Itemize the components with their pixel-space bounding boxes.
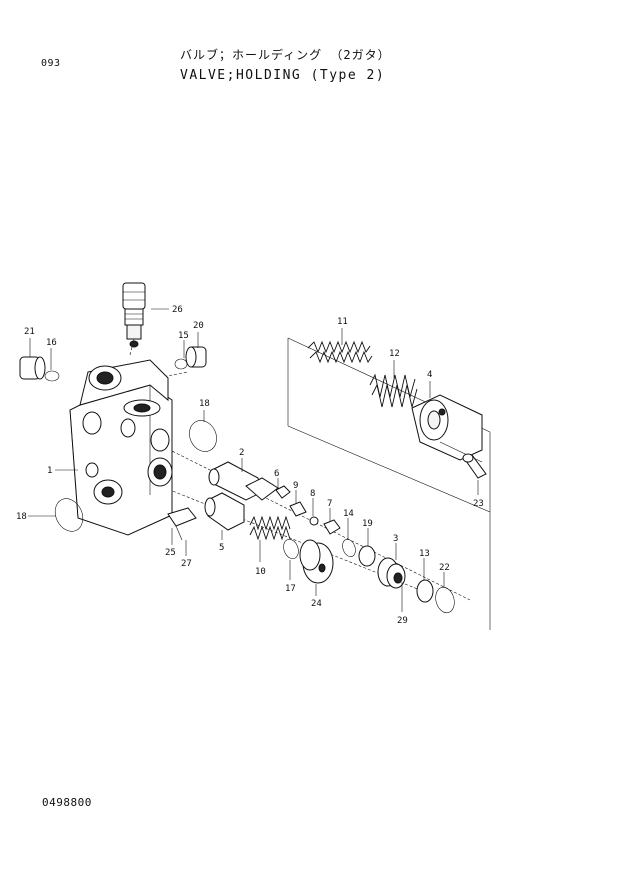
o-ring-part-18-lower bbox=[54, 498, 84, 532]
spring-part-10 bbox=[249, 515, 291, 541]
title-english: VALVE;HOLDING (Type 2) bbox=[180, 68, 386, 83]
callout-24: 24 bbox=[311, 599, 322, 609]
callout-4: 4 bbox=[427, 370, 432, 380]
callout-9: 9 bbox=[293, 481, 298, 491]
callout-15: 15 bbox=[178, 331, 189, 341]
callout-23: 21 bbox=[24, 327, 35, 337]
o-ring-part-17 bbox=[283, 539, 299, 559]
plug-part-22 bbox=[174, 346, 207, 370]
cover-part-4 bbox=[411, 394, 483, 463]
callout-3: 3 bbox=[393, 534, 398, 544]
spring-part-12 bbox=[369, 373, 418, 408]
o-ring-part-14 bbox=[342, 538, 356, 558]
washer-part-13 bbox=[416, 579, 434, 603]
plug-part-24 bbox=[299, 539, 334, 584]
small-parts-6-9-8-7 bbox=[275, 485, 341, 535]
page-code: 093 bbox=[41, 58, 61, 69]
callout-20: 19 bbox=[362, 519, 373, 529]
valve-body-part-1 bbox=[69, 359, 173, 536]
o-ring-part-19 bbox=[435, 586, 455, 614]
poppet-part-2 bbox=[208, 461, 279, 501]
callout-16: 16 bbox=[46, 338, 57, 348]
spool-part-5 bbox=[204, 492, 245, 531]
callout-27: 26 bbox=[172, 305, 183, 315]
callout-leaders bbox=[28, 308, 479, 612]
callout-18-lower: 18 bbox=[16, 512, 27, 522]
cartridge-part-27 bbox=[122, 282, 146, 348]
callout-19: 22 bbox=[439, 563, 450, 573]
plug-part-3 bbox=[377, 557, 406, 589]
callout-6: 6 bbox=[274, 469, 279, 479]
spring-part-11 bbox=[307, 340, 373, 364]
o-ring-part-18-upper bbox=[189, 420, 217, 452]
callout-22: 20 bbox=[193, 321, 204, 331]
callout-17: 17 bbox=[285, 584, 296, 594]
callout-26: 27 bbox=[181, 559, 192, 569]
callout-14: 14 bbox=[343, 509, 354, 519]
callout-21: 23 bbox=[473, 499, 484, 509]
title-japanese: バルブ；ホールディング （2ガタ） bbox=[180, 48, 391, 62]
plug-part-23 bbox=[19, 356, 60, 382]
callout-18-upper: 18 bbox=[199, 399, 210, 409]
assembly-guide-lines bbox=[119, 334, 491, 630]
callout-7: 7 bbox=[327, 499, 332, 509]
callout-29: 29 bbox=[397, 616, 408, 626]
callout-25: 25 bbox=[165, 548, 176, 558]
callout-2: 2 bbox=[239, 448, 244, 458]
bolt-part-21 bbox=[462, 453, 487, 479]
plate-part-25 bbox=[167, 507, 197, 541]
document-number: 0498800 bbox=[42, 796, 92, 809]
callout-labels: 26 21 16 15 20 18 1 18 2 6 9 8 7 14 19 3… bbox=[16, 305, 484, 626]
callout-5: 5 bbox=[219, 543, 224, 553]
callout-8: 8 bbox=[310, 489, 315, 499]
callout-12: 12 bbox=[389, 349, 400, 359]
callout-1: 1 bbox=[47, 466, 52, 476]
callout-10: 10 bbox=[255, 567, 266, 577]
backup-ring-part-20 bbox=[358, 545, 376, 567]
callout-13: 13 bbox=[419, 549, 430, 559]
callout-11: 11 bbox=[337, 317, 348, 327]
